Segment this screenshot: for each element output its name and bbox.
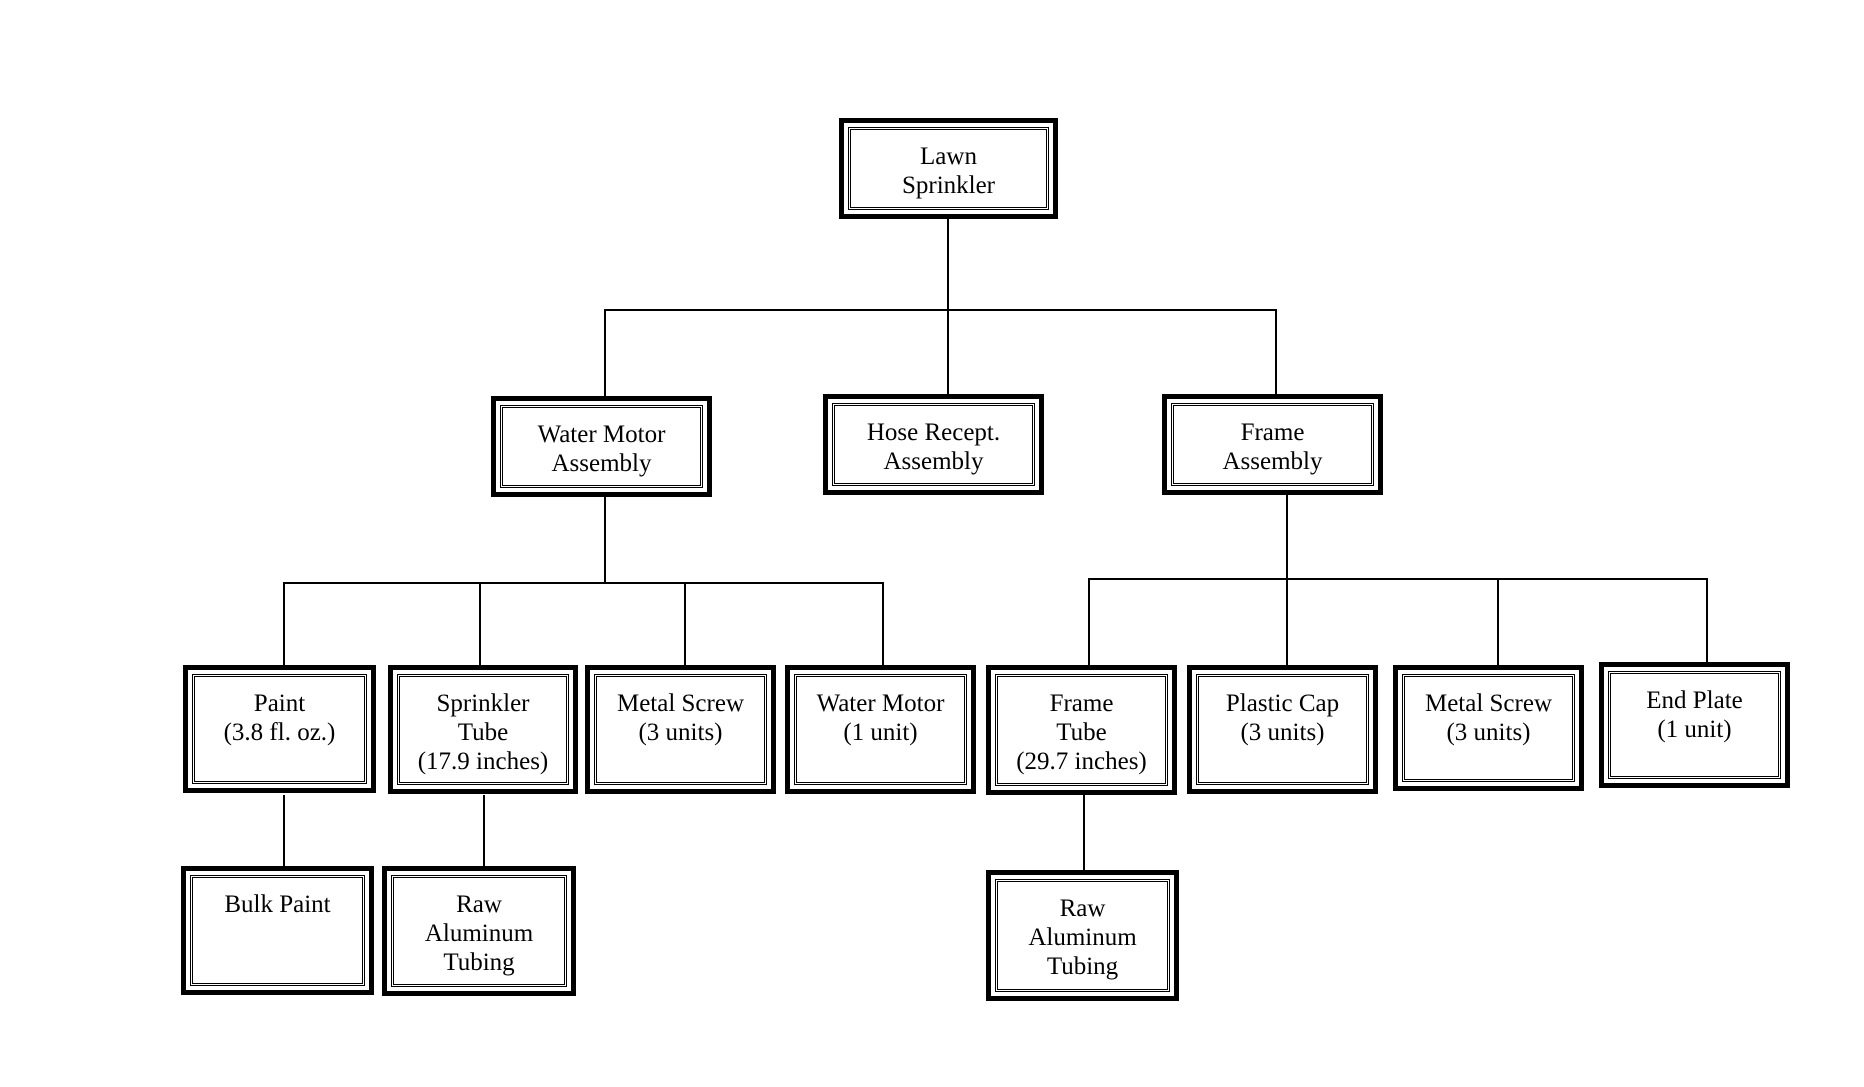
node-label-line: Assembly bbox=[883, 448, 984, 475]
node-label-line: Raw bbox=[1059, 895, 1106, 922]
connector bbox=[882, 582, 884, 667]
node-label-line: Assembly bbox=[1222, 448, 1323, 475]
node-label-line: Tubing bbox=[443, 949, 515, 976]
node-label-line: Paint bbox=[253, 690, 306, 717]
connector bbox=[283, 582, 285, 667]
connector bbox=[604, 495, 606, 583]
connector bbox=[1088, 578, 1090, 668]
node-label-line: Sprinkler bbox=[436, 690, 530, 717]
node-label-line: Aluminum bbox=[1028, 924, 1137, 951]
connector bbox=[1706, 578, 1708, 665]
node-end-plate: End Plate (1 unit) bbox=[1599, 662, 1790, 788]
node-frame-assembly: Frame Assembly bbox=[1162, 394, 1383, 495]
connector bbox=[1497, 578, 1499, 668]
connector bbox=[1275, 309, 1277, 395]
node-label-line: (3.8 fl. oz.) bbox=[223, 719, 336, 746]
node-label-line: Plastic Cap bbox=[1225, 690, 1340, 717]
node-label-line: Tube bbox=[457, 719, 509, 746]
node-label-line: Metal Screw bbox=[1424, 690, 1553, 717]
connector bbox=[604, 309, 606, 398]
node-water-motor: Water Motor (1 unit) bbox=[785, 665, 976, 794]
node-raw-aluminum-tubing-frame: Raw Aluminum Tubing bbox=[986, 870, 1179, 1001]
node-paint: Paint (3.8 fl. oz.) bbox=[183, 665, 376, 793]
connector bbox=[947, 215, 949, 310]
node-label-line: Sprinkler bbox=[901, 172, 996, 199]
node-bulk-paint: Bulk Paint bbox=[181, 866, 374, 995]
node-label-line: Bulk Paint bbox=[224, 891, 331, 918]
node-label-line: Raw bbox=[456, 891, 502, 918]
node-label-line: (1 unit) bbox=[843, 719, 918, 746]
node-label-line: Water Motor bbox=[537, 421, 666, 448]
connector bbox=[947, 309, 949, 395]
node-label-line: (17.9 inches) bbox=[417, 748, 549, 775]
node-label-line: Frame bbox=[1240, 419, 1305, 446]
connector bbox=[479, 582, 481, 667]
connector bbox=[684, 582, 686, 667]
node-sprinkler-tube: Sprinkler Tube (17.9 inches) bbox=[388, 665, 578, 794]
connector bbox=[283, 795, 285, 870]
connector bbox=[604, 309, 1276, 311]
connector bbox=[1286, 578, 1288, 668]
node-label-line: (1 unit) bbox=[1657, 716, 1732, 743]
node-label-line: (29.7 inches) bbox=[1016, 748, 1147, 775]
connector bbox=[283, 582, 883, 584]
connector bbox=[1083, 795, 1085, 875]
node-label-line: Assembly bbox=[551, 450, 652, 477]
node-label-line: Tubing bbox=[1046, 953, 1119, 980]
node-lawn-sprinkler: Lawn Sprinkler bbox=[839, 118, 1058, 219]
node-label-line: Water Motor bbox=[816, 690, 945, 717]
node-label-line: (3 units) bbox=[1446, 719, 1531, 746]
node-water-motor-assembly: Water Motor Assembly bbox=[491, 396, 712, 497]
node-label-line: End Plate bbox=[1646, 687, 1743, 714]
node-raw-aluminum-tubing-sprinkler: Raw Aluminum Tubing bbox=[382, 866, 576, 996]
connector bbox=[1286, 493, 1288, 579]
node-label-line: Lawn bbox=[920, 143, 977, 170]
node-label-line: (3 units) bbox=[1240, 719, 1325, 746]
node-label-line: Frame bbox=[1049, 690, 1114, 717]
connector bbox=[483, 795, 485, 870]
connector bbox=[1088, 578, 1707, 580]
node-label-line: Metal Screw bbox=[616, 690, 745, 717]
node-plastic-cap: Plastic Cap (3 units) bbox=[1187, 665, 1378, 794]
node-label-line: Tube bbox=[1056, 719, 1107, 746]
node-metal-screw-frame: Metal Screw (3 units) bbox=[1393, 665, 1584, 791]
node-label-line: Hose Recept. bbox=[866, 419, 1001, 446]
node-label-line: (3 units) bbox=[638, 719, 723, 746]
node-frame-tube: Frame Tube (29.7 inches) bbox=[986, 665, 1177, 795]
node-metal-screw-water-motor: Metal Screw (3 units) bbox=[585, 665, 776, 794]
node-hose-recept-assembly: Hose Recept. Assembly bbox=[823, 394, 1044, 495]
node-label-line: Aluminum bbox=[424, 920, 534, 947]
